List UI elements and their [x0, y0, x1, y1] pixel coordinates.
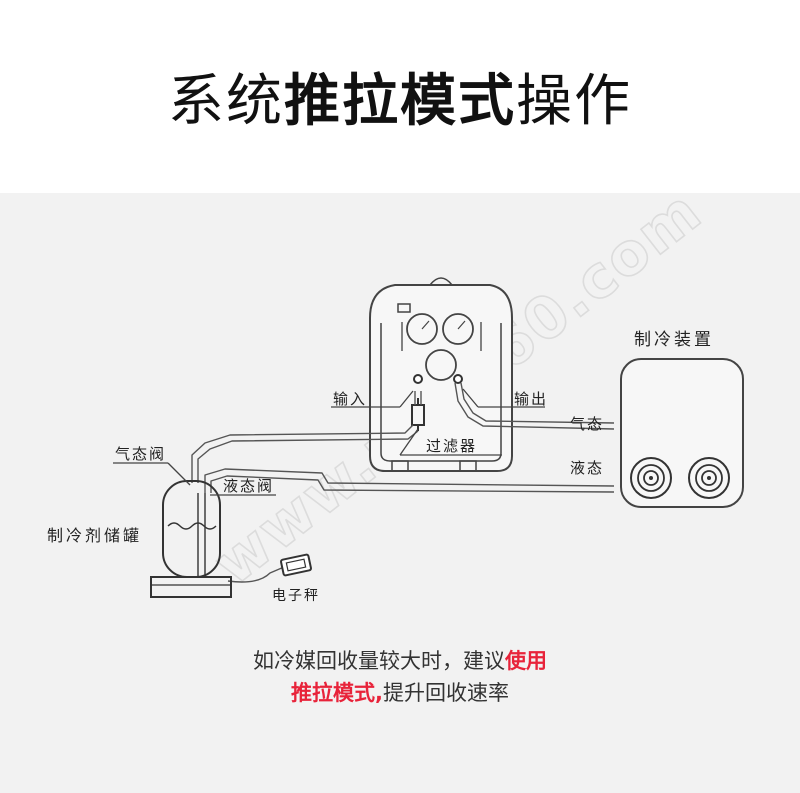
label-electronic-scale: 电子秤: [272, 588, 320, 604]
label-output: 输出: [514, 390, 548, 408]
caption-text-2: 提升回收速率: [382, 681, 509, 705]
diagram-panel: www.zkh360.com: [0, 193, 800, 793]
input-port: [413, 374, 423, 384]
recovery-diagram: www.zkh360.com: [47, 193, 744, 604]
label-liquid-state: 液态: [570, 459, 604, 477]
selector-knob: [425, 349, 457, 381]
caption-line-1: 如冷媒回收量较大时，建议使用: [0, 645, 800, 677]
caption-text-1: 如冷媒回收量较大时，建议: [253, 649, 505, 673]
leader-lines: [113, 388, 545, 496]
page-title: 系统推拉模式操作: [0, 66, 800, 138]
fan-left: [630, 457, 672, 499]
caption-highlight-2: 推拉模式,: [291, 681, 383, 705]
output-port: [453, 374, 463, 384]
scale-controller: [280, 553, 312, 577]
label-gas-state: 气态: [570, 415, 604, 433]
label-filter: 过滤器: [426, 437, 477, 455]
caption: 如冷媒回收量较大时，建议使用 推拉模式,提升回收速率: [0, 645, 800, 709]
refrigeration-unit: [620, 358, 744, 508]
label-refrigerant-tank: 制冷剂储罐: [47, 526, 142, 545]
fan-right: [688, 457, 730, 499]
label-input: 输入: [333, 390, 367, 408]
hoses: [191, 382, 615, 583]
recovery-machine: [369, 277, 513, 472]
label-gas-valve: 气态阀: [115, 445, 166, 463]
title-part-1: 系统: [168, 69, 284, 134]
header: 系统推拉模式操作: [0, 0, 800, 193]
label-refrigeration-unit: 制冷装置: [634, 330, 714, 350]
title-bold-part: 推拉模式: [284, 69, 516, 134]
caption-highlight-1: 使用: [505, 649, 547, 673]
title-part-2: 操作: [516, 69, 632, 134]
refrigerant-tank: [150, 480, 232, 598]
pressure-gauge-right: [442, 313, 474, 345]
pressure-gauge-left: [406, 313, 438, 345]
caption-line-2: 推拉模式,提升回收速率: [0, 677, 800, 709]
label-liquid-valve: 液态阀: [223, 477, 274, 495]
